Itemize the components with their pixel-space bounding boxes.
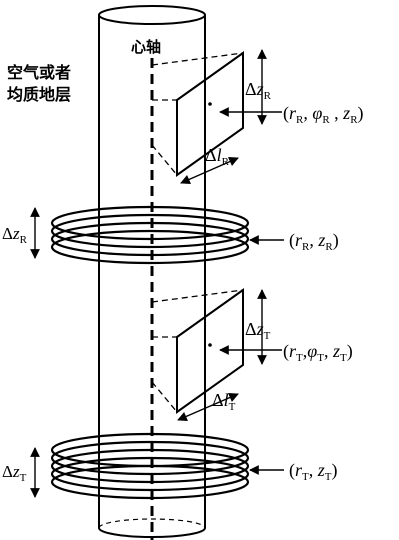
delta-z-t-loop-label: ΔzT bbox=[2, 462, 27, 484]
delta-l-r-label: ΔlR bbox=[205, 145, 230, 168]
cylinder-top-ellipse bbox=[98, 5, 206, 25]
transmitter-coil-projection-bottom bbox=[151, 381, 178, 413]
cylinder bbox=[98, 5, 206, 538]
cylinder-bottom-arc bbox=[98, 527, 206, 538]
transmitter-loop-coil bbox=[50, 432, 250, 500]
cylinder-bottom-arc-hidden bbox=[98, 518, 206, 529]
receiver-coil-projection-top bbox=[151, 52, 244, 66]
transmitter-loop-position-label: (rT, zT) bbox=[289, 460, 338, 483]
axis-label: 心轴 bbox=[131, 38, 161, 56]
transmitter-coil-position-label: (rT,φT, zT) bbox=[283, 341, 353, 364]
transmitter-coil-plate bbox=[176, 288, 244, 414]
transmitter-coil-center-dot bbox=[208, 343, 212, 347]
delta-l-t-arrow bbox=[177, 393, 239, 421]
delta-l-t-label: ΔlT bbox=[212, 390, 236, 413]
receiver-coil-position-label: (rR, φR , zR) bbox=[283, 103, 364, 126]
transmitter-tilted-coil bbox=[151, 288, 282, 421]
receiver-coil-center-dot bbox=[208, 102, 212, 106]
medium-label-line2: 均质地层 bbox=[7, 85, 71, 104]
medium-label-line1: 空气或者 bbox=[7, 63, 71, 82]
receiver-coil-projection-bottom bbox=[151, 144, 178, 176]
receiver-coil-plate bbox=[176, 51, 244, 177]
receiver-loop-position-label: (rR, zR) bbox=[289, 230, 339, 253]
delta-z-t-coil-label: ΔzT bbox=[245, 319, 271, 342]
delta-z-r-loop-label: ΔzR bbox=[2, 224, 28, 246]
delta-l-r-arrow bbox=[180, 157, 239, 184]
receiver-tilted-coil bbox=[151, 49, 282, 184]
delta-z-r-coil-label: ΔzR bbox=[245, 79, 272, 102]
receiver-loop-coil bbox=[50, 205, 250, 265]
transmitter-coil-projection-top bbox=[151, 289, 244, 303]
